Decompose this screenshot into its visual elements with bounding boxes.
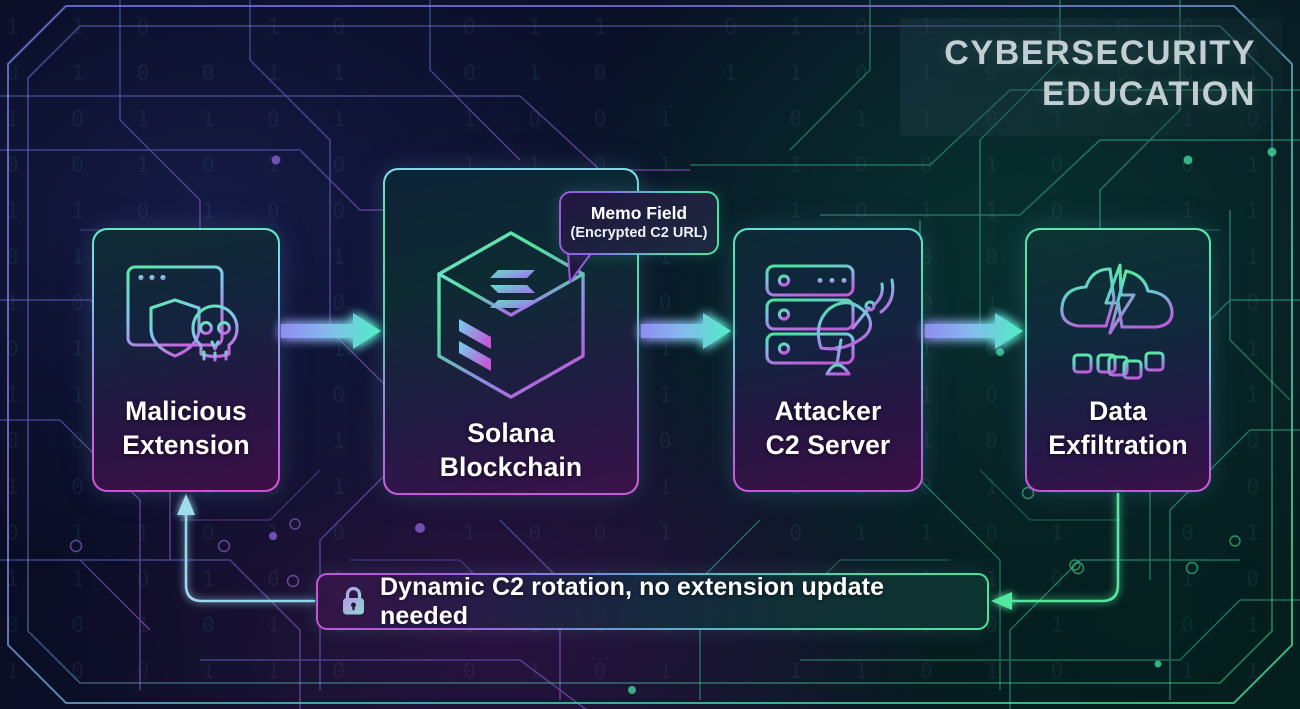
- arrow-right-icon: [925, 313, 1023, 349]
- server-satellite-icon: [757, 256, 899, 384]
- lock-icon: [340, 586, 367, 617]
- callout-line1: Memo Field: [590, 203, 688, 223]
- node-label: Blockchain: [439, 452, 583, 483]
- callout-line2: (Encrypted C2 URL): [570, 224, 708, 241]
- header-title-line1: CYBERSECURITY: [944, 33, 1256, 72]
- header-badge: CYBERSECURITY EDUCATION: [900, 18, 1282, 136]
- header-title-line2: EDUCATION: [1042, 75, 1256, 113]
- frame-outer: [7, 5, 1293, 704]
- node-label: Extension: [122, 430, 250, 461]
- callout-tail: [567, 252, 593, 283]
- arrow-right-icon: [281, 313, 381, 349]
- cloud-lightning-nodes-icon: [1048, 256, 1188, 384]
- dynamic-rotation-banner[interactable]: Dynamic C2 rotation, no extension update…: [316, 573, 989, 630]
- node-label: Data: [1089, 395, 1147, 426]
- node-label: Exfiltration: [1048, 430, 1188, 461]
- flow-node-attacker-c2-server[interactable]: Attacker C2 Server: [733, 228, 923, 492]
- node-label: Malicious: [125, 395, 247, 426]
- return-path-right: [991, 492, 1120, 610]
- node-label: Solana: [467, 417, 555, 448]
- return-path-left: [177, 494, 316, 603]
- flow-node-malicious-extension[interactable]: Malicious Extension: [92, 228, 280, 492]
- node-label: Attacker: [774, 395, 882, 426]
- flow-node-data-exfiltration[interactable]: Data Exfiltration: [1025, 228, 1211, 492]
- frame-inner: [27, 25, 1273, 684]
- node-label: C2 Server: [765, 430, 891, 461]
- arrow-right-icon: [641, 313, 731, 349]
- banner-text: Dynamic C2 rotation, no extension update…: [380, 572, 885, 630]
- solana-cube-icon: [423, 226, 599, 402]
- memo-field-callout[interactable]: Memo Field (Encrypted C2 URL): [559, 191, 719, 255]
- browser-shield-skull-icon: [116, 256, 256, 384]
